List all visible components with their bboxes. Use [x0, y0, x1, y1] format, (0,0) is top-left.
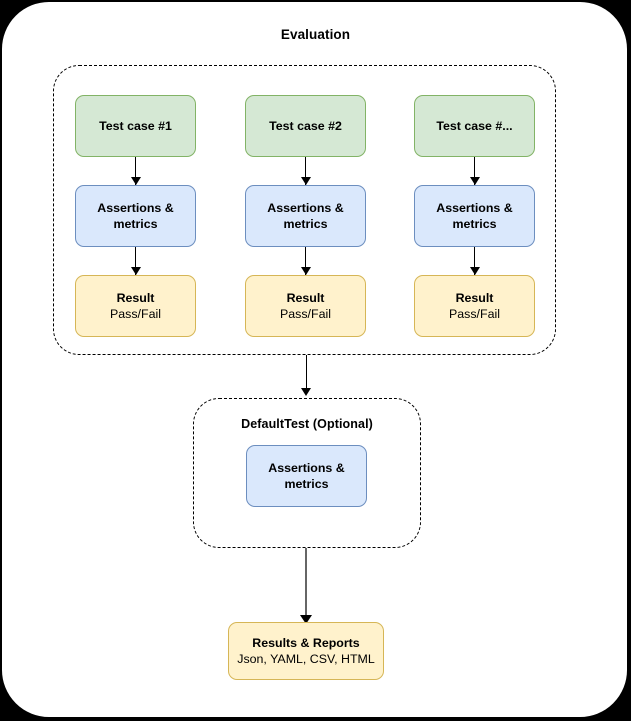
assertions-label-line1: Assertions & — [267, 200, 344, 215]
assertions-metrics-node[interactable]: Assertions & metrics — [245, 185, 366, 247]
evaluation-group-boundary — [53, 65, 556, 355]
assertions-label-line1: Assertions & — [268, 460, 345, 475]
results-formats-label: Json, YAML, CSV, HTML — [237, 652, 375, 666]
assertions-label-line2: metrics — [113, 217, 158, 231]
assertions-label-line2: metrics — [284, 477, 329, 491]
assertions-label-line1: Assertions & — [97, 200, 174, 215]
test-case-label: Test case #2 — [269, 118, 342, 133]
results-reports-node[interactable]: Results & Reports Json, YAML, CSV, HTML — [228, 622, 384, 680]
defaulttest-group-boundary — [193, 398, 421, 548]
result-status-label: Pass/Fail — [280, 307, 331, 321]
assertions-label-line1: Assertions & — [436, 200, 513, 215]
result-status-label: Pass/Fail — [110, 307, 161, 321]
defaulttest-assertions-node[interactable]: Assertions & metrics — [246, 445, 367, 507]
test-case-label: Test case #1 — [99, 118, 172, 133]
assertions-metrics-node[interactable]: Assertions & metrics — [75, 185, 196, 247]
result-label: Result — [286, 290, 325, 305]
assertions-label-line2: metrics — [452, 217, 497, 231]
result-node[interactable]: Result Pass/Fail — [245, 275, 366, 337]
assertions-metrics-node[interactable]: Assertions & metrics — [414, 185, 535, 247]
test-case-label: Test case #... — [436, 118, 513, 133]
result-status-label: Pass/Fail — [449, 307, 500, 321]
result-label: Result — [116, 290, 155, 305]
test-case-node[interactable]: Test case #1 — [75, 95, 196, 157]
test-case-node[interactable]: Test case #... — [414, 95, 535, 157]
page-title: Evaluation — [280, 27, 351, 42]
result-label: Result — [455, 290, 494, 305]
result-node[interactable]: Result Pass/Fail — [414, 275, 535, 337]
defaulttest-title: DefaultTest (Optional) — [241, 417, 373, 431]
assertions-label-line2: metrics — [283, 217, 328, 231]
result-node[interactable]: Result Pass/Fail — [75, 275, 196, 337]
results-title-label: Results & Reports — [252, 635, 360, 650]
test-case-node[interactable]: Test case #2 — [245, 95, 366, 157]
